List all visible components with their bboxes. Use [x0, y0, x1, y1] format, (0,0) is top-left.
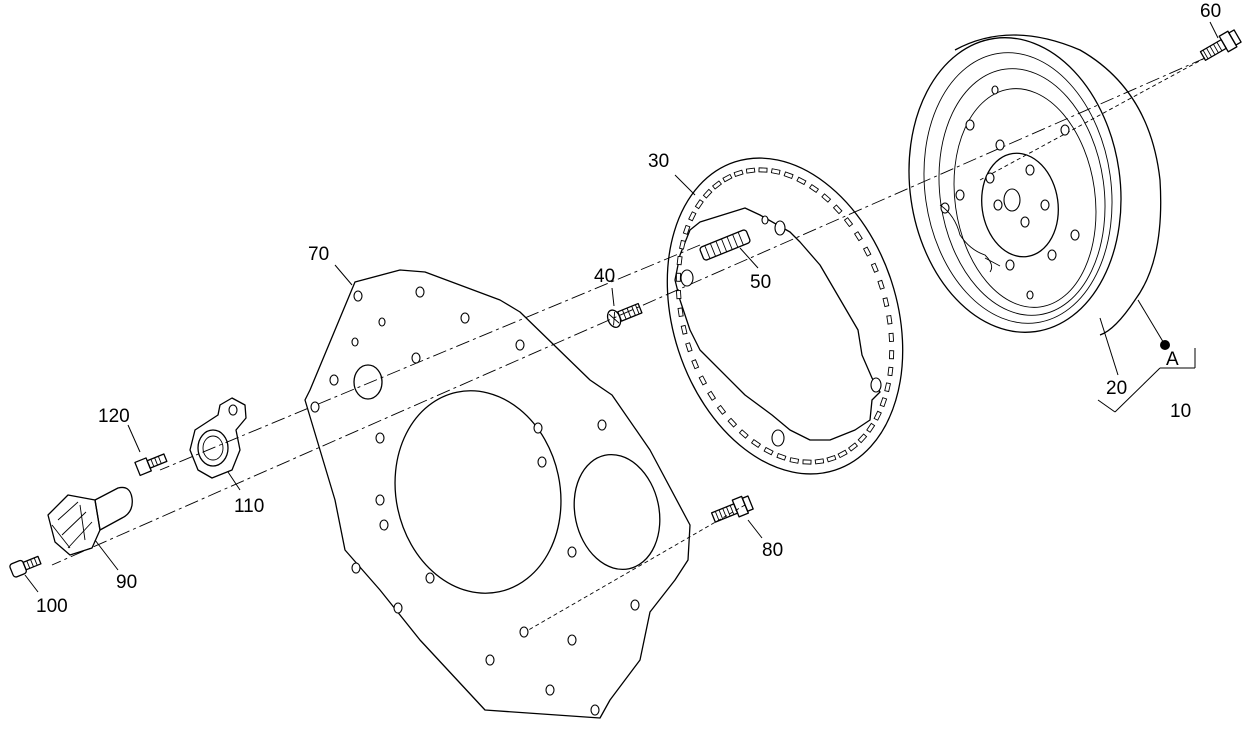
tone-ring-slot: [866, 422, 876, 433]
tone-ring-slot: [870, 262, 879, 273]
callout-90: 90: [116, 572, 137, 593]
tone-ring-slot: [889, 350, 895, 360]
callout-30: 30: [648, 151, 669, 172]
tone-ring-slot: [758, 167, 768, 173]
callout-labels: 60 30 50 40 70 80 120 110 90 100 20 10 A: [36, 1, 1221, 617]
tone-ring-slot: [802, 459, 812, 465]
callout-60: 60: [1200, 1, 1221, 22]
tone-ring-slot: [707, 390, 717, 401]
tone-ring-slot: [716, 404, 727, 415]
callout-50: 50: [750, 272, 771, 293]
detail-label-a: A: [1166, 349, 1179, 370]
tone-ring-slot: [814, 458, 825, 465]
tone-ring-slot: [691, 359, 700, 370]
tone-ring-slot: [711, 180, 723, 190]
tone-ring-slot: [887, 366, 894, 377]
tone-ring-slot: [727, 417, 738, 428]
tone-ring-slot: [789, 457, 800, 464]
upper-axis-line: [159, 244, 701, 471]
tone-ring-slot: [877, 279, 885, 290]
tone-ring-slot: [776, 452, 787, 461]
tone-ring-slot: [702, 188, 713, 199]
tone-ring-slot: [783, 171, 794, 180]
stud-part-50: [699, 229, 751, 261]
tone-ring-slot: [738, 429, 749, 439]
tone-ring-slot: [832, 204, 843, 215]
screw-part-100: [9, 555, 42, 578]
callout-40: 40: [594, 266, 615, 287]
bolt-60-axis: [979, 57, 1206, 181]
tone-ring-slot: [679, 239, 686, 250]
tone-ring-slot: [847, 442, 859, 452]
tone-ring-slot: [826, 454, 837, 463]
bolt-part-60: [1199, 29, 1242, 61]
screw-part-120: [134, 453, 168, 477]
tone-ring-slot: [770, 168, 781, 175]
adapter-plate-part-70: [304, 269, 691, 719]
tone-ring-slot: [808, 183, 820, 194]
tone-ring-slot: [862, 246, 872, 257]
bolt-part-80: [710, 495, 754, 523]
assembly-centerlines: [51, 57, 1206, 633]
tone-ring-slot: [843, 217, 854, 228]
tone-ring-slots: [675, 167, 895, 465]
tone-ring-slot: [796, 176, 807, 186]
callout-70: 70: [308, 244, 329, 265]
tone-ring-slot: [676, 255, 683, 266]
tone-ring-slot: [733, 169, 744, 178]
detail-a-dot: [1160, 340, 1170, 350]
tone-ring-slot: [884, 382, 891, 393]
tone-ring-slot: [879, 397, 888, 408]
speed-sensor-part-90: [47, 486, 133, 556]
tone-ring-slot: [853, 231, 863, 242]
callout-110: 110: [234, 496, 264, 517]
tone-ring-slot: [837, 449, 848, 459]
screw-part-40: [606, 302, 643, 328]
tone-ring-slot: [680, 324, 688, 335]
tone-ring-slot: [763, 446, 774, 456]
tone-ring-slot: [745, 167, 756, 174]
callout-80: 80: [762, 540, 783, 561]
tone-ring-slot: [821, 193, 832, 203]
tone-ring-slot: [888, 332, 895, 342]
sensor-bracket-part-110: [189, 397, 247, 479]
tone-ring-slot: [882, 297, 890, 308]
tone-ring-slot: [722, 173, 733, 183]
tone-ring-slot: [682, 224, 691, 235]
callout-10: 10: [1170, 401, 1191, 422]
tone-ring-slot: [698, 375, 708, 386]
tone-ring-part-30: [666, 157, 904, 475]
tone-ring-slot: [677, 307, 684, 317]
tone-ring-slot: [750, 438, 762, 449]
tone-ring-slot: [675, 272, 681, 282]
callout-100: 100: [36, 596, 68, 617]
bolt-80-axis: [524, 504, 746, 633]
tone-ring-slot: [694, 199, 704, 210]
callout-20: 20: [1106, 378, 1127, 399]
flywheel-part-20: [908, 34, 1162, 336]
assembly-bracket: [1097, 299, 1196, 413]
plate-bolt-holes: [310, 286, 640, 716]
tone-ring-slot: [688, 211, 697, 222]
tone-ring-slot: [873, 410, 882, 421]
tone-ring-slot: [857, 433, 868, 444]
tone-ring-slot: [886, 315, 893, 325]
tone-ring-slot: [675, 290, 682, 300]
tone-ring-slot: [685, 342, 693, 353]
callout-120: 120: [98, 406, 130, 427]
leader-lines: [24, 21, 1219, 593]
